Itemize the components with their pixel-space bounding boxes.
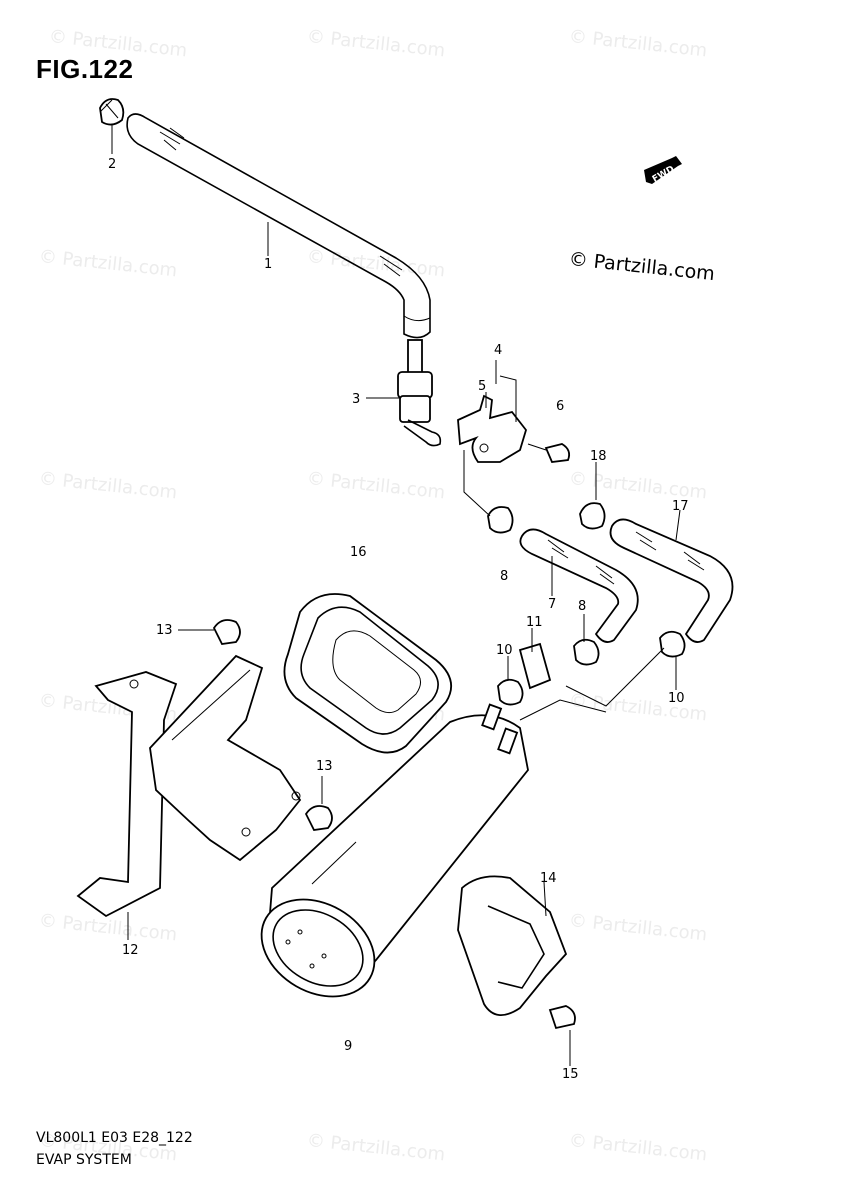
figure-code: VL800L1 E03 E28_122 bbox=[36, 1130, 193, 1146]
clamp-10-right-shape bbox=[659, 630, 686, 658]
callout-11: 11 bbox=[526, 615, 543, 630]
leader-lines bbox=[111, 124, 681, 1066]
clamp-10-left-shape bbox=[497, 678, 524, 706]
fwd-arrow-icon: FWD bbox=[644, 156, 682, 185]
clamp-8-lower-shape bbox=[573, 638, 600, 666]
callout-1: 1 bbox=[264, 257, 273, 272]
callout-14: 14 bbox=[540, 871, 557, 886]
callout-16: 16 bbox=[350, 545, 367, 560]
bolt-13-upper-shape bbox=[212, 619, 241, 645]
cap-16-shape bbox=[283, 593, 453, 754]
bracket-4-shape bbox=[457, 394, 527, 463]
bolt-15-shape bbox=[548, 1005, 576, 1030]
figure-title: FIG.122 bbox=[36, 54, 134, 84]
clamp-2-shape bbox=[99, 98, 125, 126]
callout-17: 17 bbox=[672, 499, 689, 514]
callout-3: 3 bbox=[352, 392, 361, 407]
callout-10-right: 10 bbox=[668, 691, 685, 706]
clamp-18-shape bbox=[579, 502, 606, 530]
valve-3-shape bbox=[397, 339, 442, 447]
bolt-13-lower-shape bbox=[304, 805, 333, 831]
callout-12: 12 bbox=[122, 943, 139, 958]
callout-6: 6 bbox=[556, 399, 565, 414]
callout-13-lower: 13 bbox=[316, 759, 333, 774]
figure-name: EVAP SYSTEM bbox=[36, 1152, 132, 1168]
hose-17-shape bbox=[609, 518, 734, 643]
canister-9-shape bbox=[260, 703, 529, 998]
callout-8-lower: 8 bbox=[578, 599, 587, 614]
callout-9: 9 bbox=[344, 1039, 353, 1054]
callout-7: 7 bbox=[548, 597, 557, 612]
callout-15: 15 bbox=[562, 1067, 579, 1082]
callout-5: 5 bbox=[478, 379, 487, 394]
bracket-12-shape bbox=[76, 654, 302, 918]
tube-11-shape bbox=[518, 642, 552, 690]
callout-2: 2 bbox=[108, 157, 117, 172]
bolt-6-shape bbox=[527, 443, 571, 463]
callout-13-upper: 13 bbox=[156, 623, 173, 638]
callout-10-left: 10 bbox=[496, 643, 513, 658]
strap-14-shape bbox=[457, 875, 568, 1016]
clamp-8-upper-shape bbox=[487, 506, 514, 534]
callout-8: 8 bbox=[500, 569, 509, 584]
callout-18: 18 bbox=[590, 449, 607, 464]
hose-7-shape bbox=[519, 528, 639, 643]
hose-1-shape bbox=[126, 113, 431, 339]
callout-4: 4 bbox=[494, 343, 503, 358]
